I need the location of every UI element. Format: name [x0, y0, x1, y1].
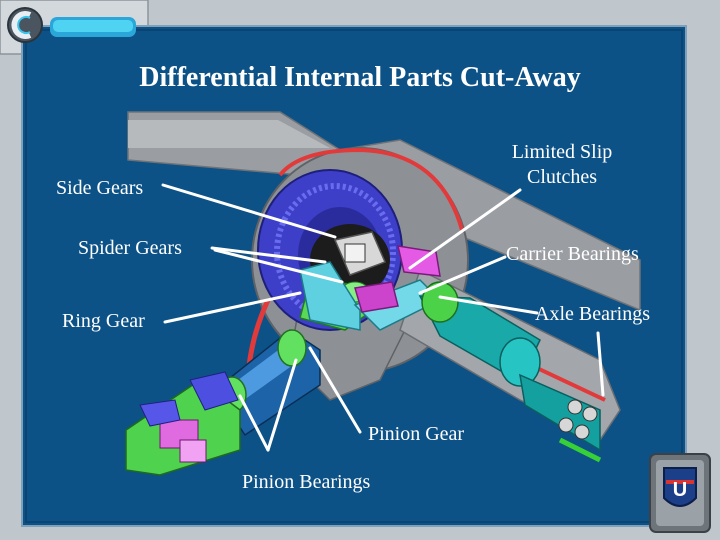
- label-side-gears: Side Gears: [56, 177, 144, 199]
- logo-text: U: [673, 479, 687, 501]
- menu-bar-icon[interactable]: [50, 17, 136, 37]
- label-pinion-gear: Pinion Gear: [368, 423, 465, 445]
- label-limited-slip-line2: Clutches: [527, 166, 597, 188]
- label-pinion-bearings: Pinion Bearings: [242, 471, 371, 493]
- label-ring-gear: Ring Gear: [62, 310, 145, 332]
- back-swirl-icon[interactable]: [6, 6, 44, 44]
- label-spider-gears: Spider Gears: [78, 237, 182, 259]
- label-carrier-bearings: Carrier Bearings: [506, 243, 639, 265]
- label-limited-slip-line1: Limited Slip: [511, 141, 613, 163]
- shield-logo-icon[interactable]: U: [648, 452, 712, 534]
- page-title: Differential Internal Parts Cut-Away: [139, 62, 581, 93]
- label-limited-slip-clutches: Limited Slip Clutches: [504, 140, 620, 190]
- label-axle-bearings: Axle Bearings: [535, 303, 650, 325]
